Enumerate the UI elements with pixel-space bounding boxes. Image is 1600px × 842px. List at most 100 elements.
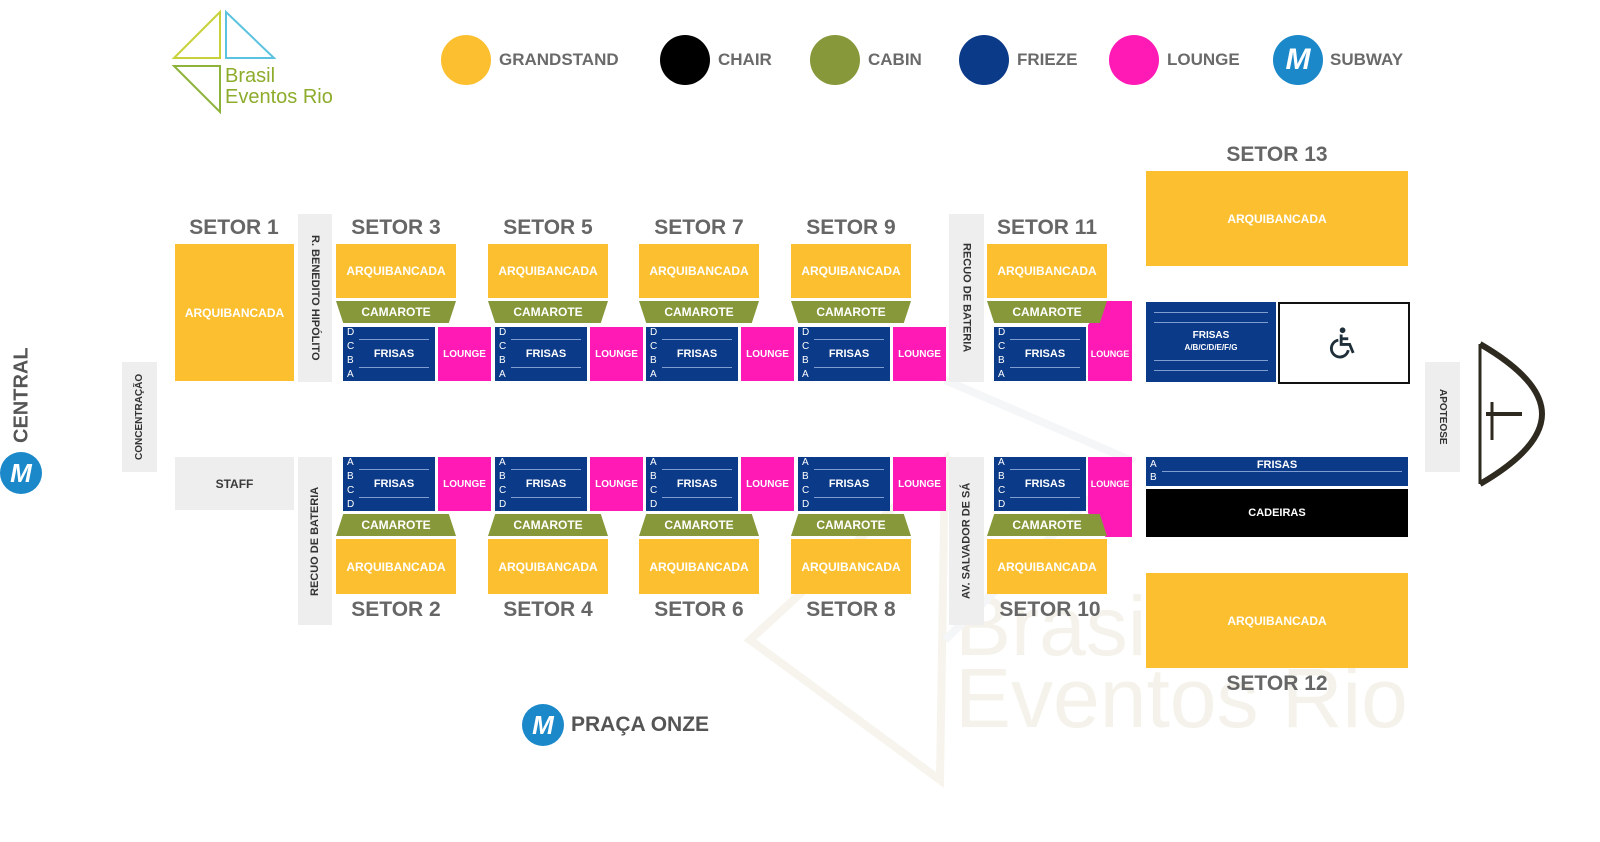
sector-5-title: SETOR 5 [503, 216, 593, 239]
sector-3-cabin[interactable]: CAMAROTE [336, 301, 456, 323]
sector-13-title: SETOR 13 [1226, 143, 1328, 166]
frieze-label: FRISAS [662, 478, 732, 490]
sector-12-grandstand[interactable]: ARQUIBANCADA [1146, 573, 1408, 668]
frieze-label: FRISAS [511, 478, 581, 490]
legend-lounge-swatch [1109, 35, 1159, 85]
legend-lounge-label: LOUNGE [1167, 50, 1240, 69]
sector-10-grandstand[interactable]: ARQUIBANCADA [987, 539, 1107, 594]
sector-9-title: SETOR 9 [806, 216, 896, 239]
wheelchair-icon [1329, 327, 1355, 359]
legend-grandstand-label: GRANDSTAND [499, 50, 619, 69]
legend-grandstand-swatch [441, 35, 491, 85]
frieze-label: FRISAS [662, 348, 732, 360]
sector-7-grandstand[interactable]: ARQUIBANCADA [639, 244, 759, 298]
frieze-label: FRISAS [511, 348, 581, 360]
sector-2-grandstand[interactable]: ARQUIBANCADA [336, 539, 456, 594]
sector-2-title: SETOR 2 [351, 598, 441, 621]
frieze-label: FRISAS [359, 478, 429, 490]
sector-7-lounge[interactable]: LOUNGE [741, 327, 794, 381]
frieze-label: FRISAS [1010, 348, 1080, 360]
sector-4-lounge[interactable]: LOUNGE [590, 457, 643, 511]
sector-13-frieze[interactable]: FRISAS A/B/C/D/E/F/G [1146, 302, 1276, 382]
recuo-bateria-top: RECUO DE BATERIA [949, 214, 984, 382]
metro-icon: M [1273, 35, 1323, 85]
sector-13-grandstand[interactable]: ARQUIBANCADA [1146, 171, 1408, 266]
sector-9-cabin[interactable]: CAMAROTE [791, 301, 911, 323]
frieze-label: FRISAS [1010, 478, 1080, 490]
sector-4-cabin[interactable]: CAMAROTE [488, 514, 608, 536]
sector-6-title: SETOR 6 [654, 598, 744, 621]
sector-8-lounge[interactable]: LOUNGE [893, 457, 946, 511]
benedito-hipolito-street: R. BENEDITO HIPÓLITO [298, 214, 332, 382]
watermark: Brasil Eventos Rio [955, 584, 1408, 745]
salvador-de-sa-avenue: AV. SALVADOR DE SÁ [949, 457, 984, 625]
metro-central-icon: M [0, 452, 42, 494]
sector-9-lounge[interactable]: LOUNGE [893, 327, 946, 381]
watermark-line-2: Eventos Rio [955, 651, 1408, 745]
sector-12-frieze-label: FRISAS [1256, 459, 1298, 471]
sector-7-title: SETOR 7 [654, 216, 744, 239]
station-central-label: CENTRAL [10, 347, 33, 443]
station-praca-onze-label: PRAÇA ONZE [571, 713, 710, 736]
sector-8-title: SETOR 8 [806, 598, 896, 621]
sector-1-title: SETOR 1 [189, 216, 279, 239]
sector-5-cabin[interactable]: CAMAROTE [488, 301, 608, 323]
sector-6-grandstand[interactable]: ARQUIBANCADA [639, 539, 759, 594]
sector-8-grandstand[interactable]: ARQUIBANCADA [791, 539, 911, 594]
logo-mark-icon [171, 9, 277, 115]
sector-3-grandstand[interactable]: ARQUIBANCADA [336, 244, 456, 298]
sector-4-grandstand[interactable]: ARQUIBANCADA [488, 539, 608, 594]
apoteose-arch-icon [1478, 341, 1546, 487]
sector-7-cabin[interactable]: CAMAROTE [639, 301, 759, 323]
sector-4-title: SETOR 4 [503, 598, 593, 621]
sector-10-cabin[interactable]: CAMAROTE [987, 514, 1107, 536]
brand-line-2: Eventos Rio [225, 86, 333, 108]
staff-area: STAFF [175, 457, 294, 510]
sector-9-grandstand[interactable]: ARQUIBANCADA [791, 244, 911, 298]
sector-5-grandstand[interactable]: ARQUIBANCADA [488, 244, 608, 298]
legend-cabin-label: CABIN [868, 50, 922, 69]
legend-chair-label: CHAIR [718, 50, 772, 69]
sector-12-chairs[interactable]: CADEIRAS [1146, 489, 1408, 537]
sector-2-cabin[interactable]: CAMAROTE [336, 514, 456, 536]
sector-6-lounge[interactable]: LOUNGE [741, 457, 794, 511]
sector-3-title: SETOR 3 [351, 216, 441, 239]
frieze-label: FRISAS [814, 348, 884, 360]
legend-subway-label: SUBWAY [1330, 50, 1404, 69]
legend-chair-swatch [660, 35, 710, 85]
sector-2-lounge[interactable]: LOUNGE [438, 457, 491, 511]
legend-frieze-label: FRIEZE [1017, 50, 1078, 69]
sector-11-title: SETOR 11 [997, 216, 1097, 239]
apoteose-label: APOTEOSE [1425, 362, 1460, 472]
sector-8-cabin[interactable]: CAMAROTE [791, 514, 911, 536]
sector-1-grandstand[interactable]: ARQUIBANCADA [175, 244, 294, 381]
accessible-area[interactable] [1278, 302, 1410, 384]
sector-11-grandstand[interactable]: ARQUIBANCADA [987, 244, 1107, 298]
metro-praca-onze-icon: M [522, 704, 564, 746]
brand-logo: Brasil Eventos Rio [170, 8, 370, 118]
legend-cabin-swatch [810, 35, 860, 85]
sector-10-title: SETOR 10 [999, 598, 1101, 621]
frieze-label: FRISAS [814, 478, 884, 490]
sector-13-frieze-label: FRISAS [1192, 330, 1230, 341]
sector-3-lounge[interactable]: LOUNGE [438, 327, 491, 381]
frieze-label: FRISAS [359, 348, 429, 360]
legend-frieze-swatch [959, 35, 1009, 85]
sector-12-title: SETOR 12 [1226, 672, 1328, 695]
sector-11-cabin[interactable]: CAMAROTE [987, 301, 1107, 323]
brand-line-1: Brasil [225, 65, 276, 87]
sector-13-frieze-rows: A/B/C/D/E/F/G [1184, 343, 1238, 352]
sector-6-cabin[interactable]: CAMAROTE [639, 514, 759, 536]
sector-5-lounge[interactable]: LOUNGE [590, 327, 643, 381]
